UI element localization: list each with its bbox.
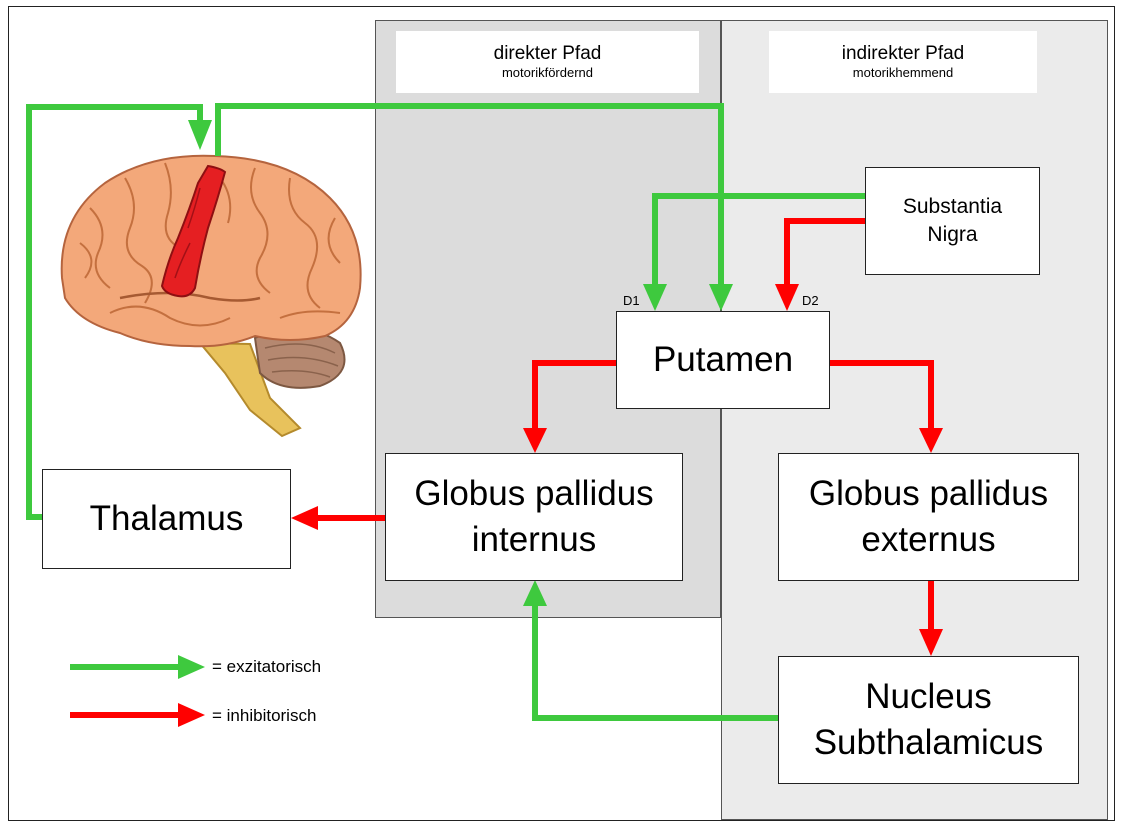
nucleus-subthalamicus-box: Nucleus Subthalamicus — [778, 656, 1079, 784]
inhibitory-arrow-putamen-to-gpi — [535, 363, 616, 430]
putamen-box: Putamen — [616, 311, 830, 409]
legend-excitatory-text: = exzitatorisch — [212, 657, 321, 677]
receptor-d1-label: D1 — [623, 293, 640, 308]
substantia-nigra-label: Substantia Nigra — [903, 193, 1002, 249]
globus-pallidus-externus-box: Globus pallidus externus — [778, 453, 1079, 581]
excitatory-arrow-substantia-to-d1 — [655, 196, 865, 286]
inhibitory-arrow-substantia-to-d2 — [787, 221, 865, 286]
thalamus-box: Thalamus — [42, 469, 291, 569]
excitatory-arrow-nucleus-to-gpi — [535, 604, 778, 718]
receptor-d2-label: D2 — [802, 293, 819, 308]
nucleus-subthalamicus-label: Nucleus Subthalamicus — [814, 674, 1044, 766]
globus-pallidus-externus-label: Globus pallidus externus — [809, 471, 1048, 563]
legend-inhibitory-text: = inhibitorisch — [212, 706, 316, 726]
inhibitory-arrow-putamen-to-gpe — [830, 363, 931, 430]
putamen-label: Putamen — [653, 340, 793, 380]
globus-pallidus-internus-box: Globus pallidus internus — [385, 453, 683, 581]
substantia-nigra-box: Substantia Nigra — [865, 167, 1040, 275]
excitatory-arrow-cortex-to-putamen — [218, 106, 721, 286]
thalamus-label: Thalamus — [90, 499, 244, 539]
excitatory-arrow-thalamus-to-cortex — [29, 107, 200, 517]
globus-pallidus-internus-label: Globus pallidus internus — [414, 471, 653, 563]
